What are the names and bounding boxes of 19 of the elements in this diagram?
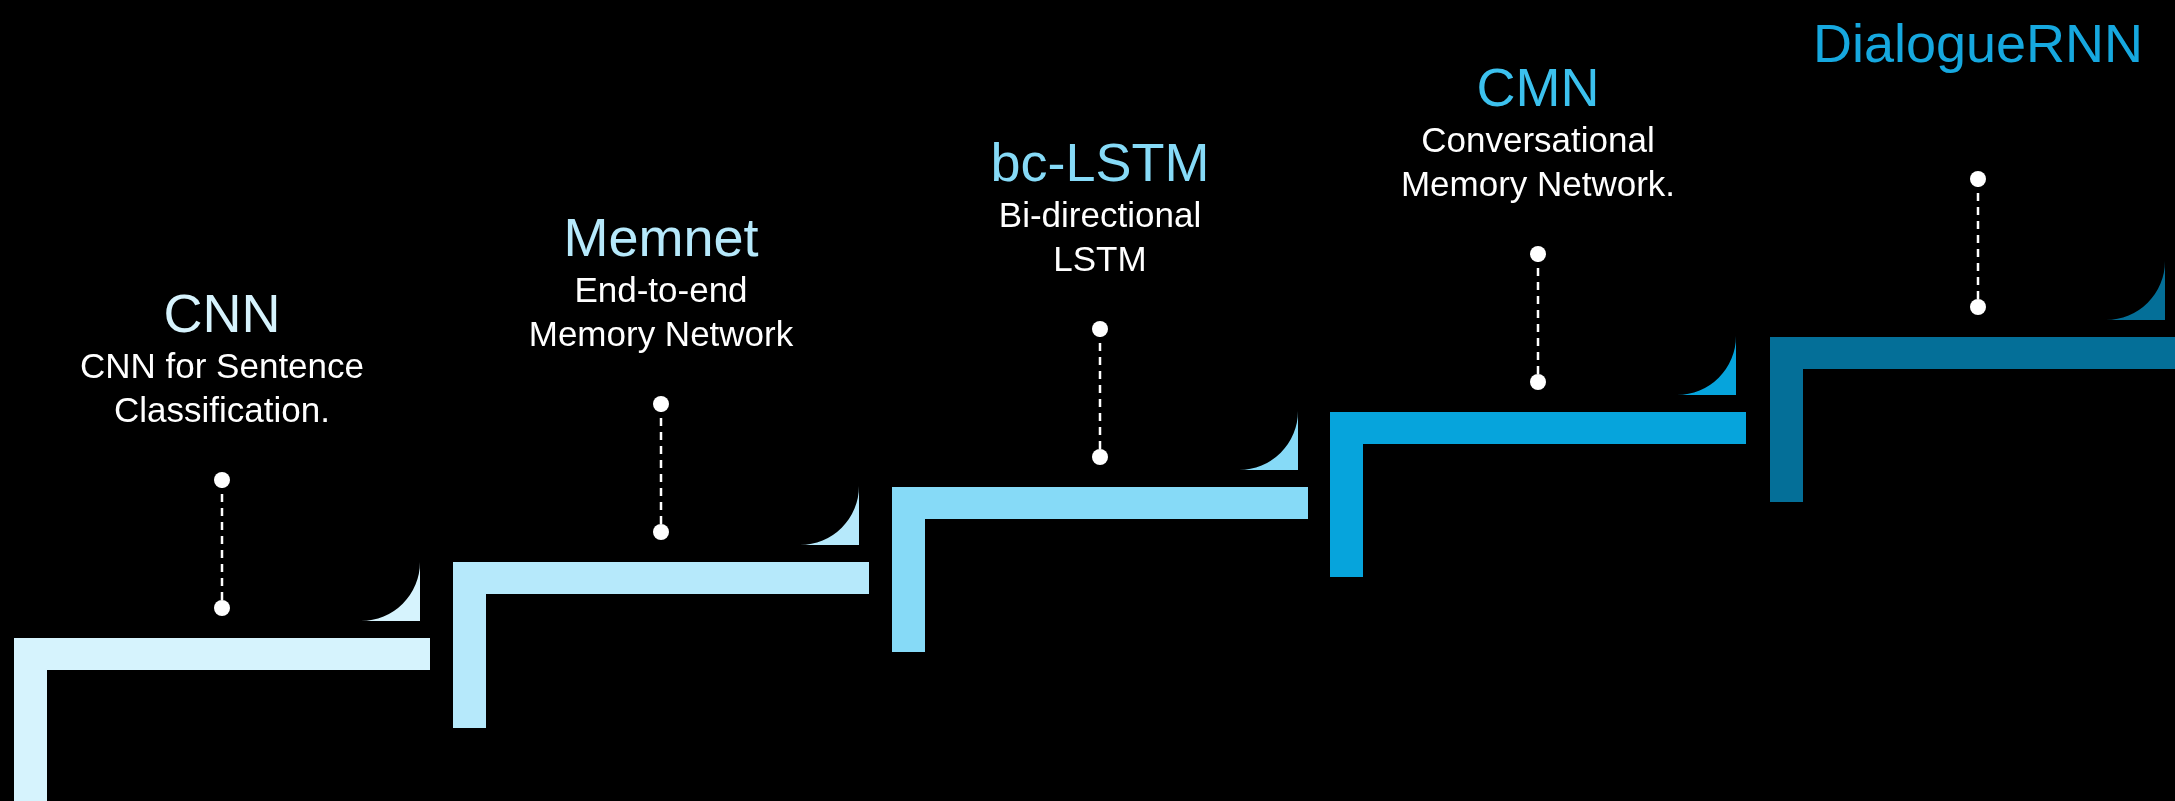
model-description: CNN for Sentence Classification. xyxy=(79,345,365,431)
model-description: Conversational Memory Network. xyxy=(1399,119,1677,205)
step-bar xyxy=(453,562,869,728)
leader-line xyxy=(1530,246,1546,390)
model-name: Memnet xyxy=(563,206,759,268)
step-bar xyxy=(892,487,1308,652)
model-name: bc-LSTM xyxy=(990,131,1210,193)
model-name: CNN xyxy=(163,282,281,344)
model-description: End-to-end Memory Network xyxy=(527,269,795,355)
step-bar xyxy=(1770,337,2175,502)
leader-line xyxy=(653,396,669,540)
model-description: Bi-directional LSTM xyxy=(997,194,1203,280)
leader-line xyxy=(1970,171,1986,315)
step-bar xyxy=(1330,412,1746,577)
step-bar xyxy=(14,638,430,801)
model-name: CMN xyxy=(1476,56,1600,118)
leader-line xyxy=(1092,321,1108,465)
model-name: DialogueRNN xyxy=(1812,12,2144,74)
leader-line xyxy=(214,472,230,616)
